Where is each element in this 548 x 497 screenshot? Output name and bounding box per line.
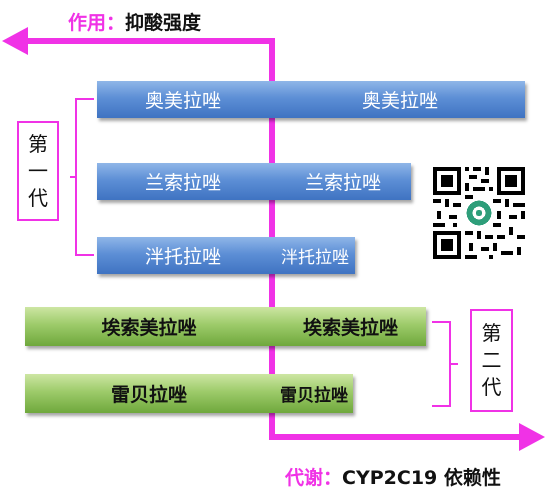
first-gen-bracket — [70, 98, 94, 256]
first-gen-char-3: 代 — [28, 185, 48, 210]
drug-right-label: 兰索拉唑 — [304, 172, 381, 194]
drug-bar-lansoprazole: 兰索拉唑 兰索拉唑 — [97, 163, 411, 200]
drug-right-label: 泮托拉唑 — [281, 248, 349, 268]
first-gen-label: 第 一 代 — [17, 121, 59, 221]
second-gen-char-2: 二 — [481, 348, 502, 372]
right-arrowhead-icon — [519, 423, 545, 451]
top-caption-value: 抑酸强度 — [125, 12, 202, 34]
drug-bar-omeprazole: 奥美拉唑 奥美拉唑 — [97, 81, 525, 118]
second-gen-bracket — [432, 321, 458, 407]
first-gen-char-1: 第 — [28, 131, 48, 156]
drug-bar-pantoprazole: 泮托拉唑 泮托拉唑 — [97, 237, 355, 274]
bottom-caption-value: CYP2C19 依赖性 — [342, 467, 501, 489]
drug-left-label: 兰索拉唑 — [144, 172, 221, 194]
drug-left-label: 埃索美拉唑 — [101, 317, 197, 339]
bottom-caption-sep: ： — [323, 467, 343, 489]
bottom-caption: 代谢：CYP2C19 依赖性 — [285, 463, 501, 490]
drug-bar-esomeprazole: 埃索美拉唑 埃索美拉唑 — [25, 307, 426, 346]
top-caption: 作用：抑酸强度 — [68, 8, 201, 35]
top-axis-line — [18, 38, 275, 44]
second-gen-label: 第 二 代 — [470, 309, 513, 412]
bottom-caption-key: 代谢 — [285, 467, 324, 489]
drug-bar-rabeprazole: 雷贝拉唑 雷贝拉唑 — [25, 374, 353, 413]
top-caption-key: 作用 — [68, 12, 107, 34]
drug-left-label: 奥美拉唑 — [144, 90, 221, 112]
drug-right-label: 雷贝拉唑 — [280, 386, 348, 406]
drug-right-label: 奥美拉唑 — [361, 90, 438, 112]
qr-code-icon — [433, 167, 525, 259]
first-gen-char-2: 一 — [28, 158, 48, 183]
top-caption-sep: ： — [106, 12, 126, 34]
drug-right-label: 埃索美拉唑 — [302, 317, 398, 339]
drug-left-label: 泮托拉唑 — [144, 246, 221, 268]
second-gen-char-1: 第 — [481, 321, 502, 345]
left-arrowhead-icon — [2, 27, 28, 55]
second-gen-char-3: 代 — [481, 375, 502, 399]
bottom-axis-line — [269, 434, 523, 440]
drug-left-label: 雷贝拉唑 — [110, 384, 187, 406]
